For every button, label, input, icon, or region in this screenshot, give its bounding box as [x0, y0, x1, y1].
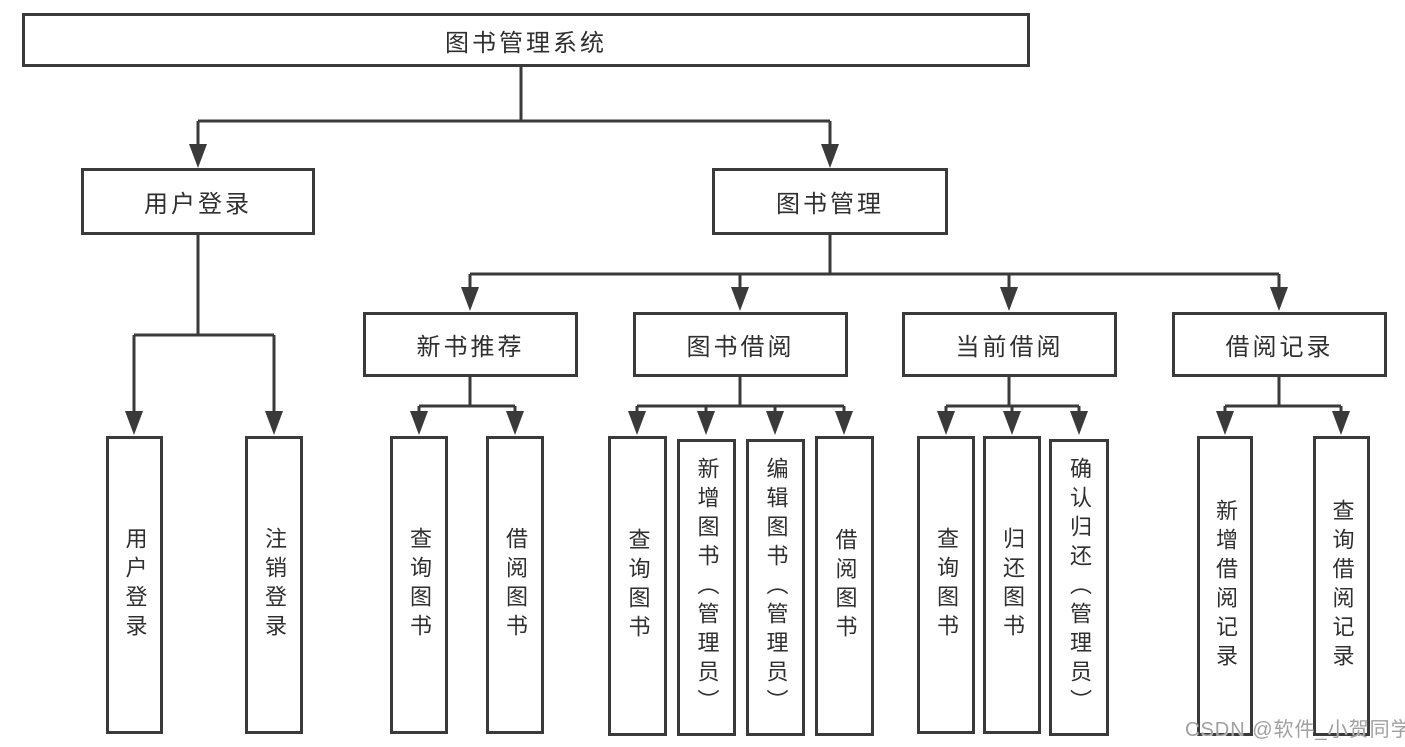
node-borrowing-records-label: 借阅记录	[1225, 334, 1334, 361]
leaf-logout-label: 注销登录	[262, 527, 287, 643]
leaf-confirm-return-admin: 确认归还（管理员）	[1049, 439, 1109, 736]
leaf-user-login-label: 用户登录	[122, 527, 148, 643]
leaf-add-borrow-record: 新增借阅记录	[1197, 436, 1253, 736]
leaf-edit-book-admin: 编辑图书（管理员）	[746, 439, 805, 736]
node-user-login-label: 用户登录	[144, 191, 252, 218]
node-library-system: 图书管理系统	[22, 13, 1030, 67]
leaf-user-login: 用户登录	[106, 436, 163, 734]
leaf-borrow-book-recommend: 借阅图书	[486, 436, 544, 734]
node-book-borrowing-label: 图书借阅	[686, 334, 795, 361]
node-borrowing-records: 借阅记录	[1172, 312, 1387, 377]
leaf-query-book-recommend: 查询图书	[390, 436, 448, 734]
leaf-query-book-current: 查询图书	[917, 436, 975, 734]
leaf-edit-book-admin-label: 编辑图书（管理员）	[763, 457, 789, 718]
leaf-logout: 注销登录	[245, 436, 303, 734]
node-library-system-label: 图书管理系统	[445, 29, 607, 57]
csdn-watermark: CSDN @软件_小贺同学	[1185, 719, 1405, 741]
leaf-add-book-admin-label: 新增图书（管理员）	[694, 457, 720, 718]
leaf-query-book-borrowing: 查询图书	[608, 436, 667, 736]
leaf-query-book-current-label: 查询图书	[934, 527, 959, 643]
node-new-book-recommendation: 新书推荐	[363, 312, 578, 377]
leaf-borrow-book-borrowing: 借阅图书	[815, 436, 874, 736]
leaf-add-book-admin: 新增图书（管理员）	[677, 439, 736, 736]
leaf-query-borrow-record: 查询借阅记录	[1313, 436, 1370, 736]
leaf-confirm-return-admin-label: 确认归还（管理员）	[1067, 457, 1092, 718]
leaf-return-book: 归还图书	[983, 436, 1041, 734]
node-current-borrowing: 当前借阅	[902, 312, 1117, 377]
node-book-management-label: 图书管理	[776, 191, 884, 218]
node-user-login: 用户登录	[81, 168, 315, 235]
leaf-query-book-borrowing-label: 查询图书	[625, 528, 651, 644]
arrowheads	[125, 144, 1350, 435]
node-new-book-recommendation-label: 新书推荐	[416, 334, 525, 361]
leaf-query-book-recommend-label: 查询图书	[407, 527, 432, 643]
tree-edges	[132, 67, 1343, 412]
node-current-borrowing-label: 当前借阅	[955, 334, 1064, 361]
leaf-return-book-label: 归还图书	[1000, 527, 1025, 643]
leaf-add-borrow-record-label: 新增借阅记录	[1213, 499, 1238, 673]
node-book-borrowing: 图书借阅	[633, 312, 848, 377]
leaf-borrow-book-recommend-label: 借阅图书	[503, 527, 528, 643]
leaf-query-borrow-record-label: 查询借阅记录	[1329, 499, 1355, 673]
node-book-management: 图书管理	[712, 168, 948, 235]
leaf-borrow-book-borrowing-label: 借阅图书	[832, 528, 858, 644]
